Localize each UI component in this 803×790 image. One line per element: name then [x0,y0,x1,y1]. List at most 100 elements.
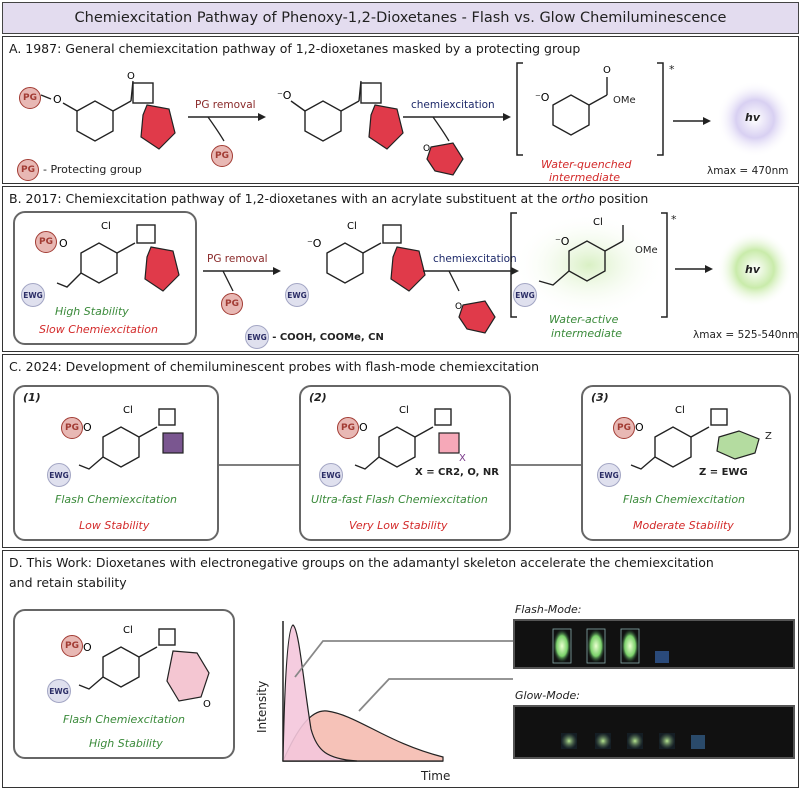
molecule-b1: O Cl [56,221,180,292]
pg-badge-b: PG [35,231,57,253]
flash-mode-label: Flash-Mode: [515,603,582,616]
probe-2-structure: O Cl [354,405,460,470]
panel-c: C. 2024: Development of chemiluminescent… [2,354,799,548]
svg-text:Cl: Cl [123,625,133,636]
probe-box-3 [581,385,791,541]
connector-lines [219,464,581,466]
probe-3-pg: PG [613,417,635,439]
svg-text:⁻O: ⁻O [307,237,322,250]
probe-2-pg: PG [337,417,359,439]
pg-badge: PG [19,87,41,109]
probe-3-ewg: EWG [597,463,621,487]
arrow-a3 [673,117,711,125]
kinetics-plot [282,621,444,762]
water-quenched-label: Water-quenched [541,158,632,171]
flash-mode-photo [513,619,795,669]
molecule-a1: O O [40,71,176,150]
ewg-note: EWG - COOH, COOMe, CN [245,325,384,349]
excited-star-b: * [671,213,677,226]
panel-b-heading: B. 2017: Chemiexcitation pathway of 1,2-… [9,191,649,206]
water-active-label: Water-active [549,313,619,326]
probe-1-ewg: EWG [47,463,71,487]
panel-c-heading: C. 2024: Development of chemiluminescent… [9,359,540,374]
probe-1-structure: O Cl [78,405,184,470]
svg-text:⁻O: ⁻O [555,235,570,248]
pg-removed-badge: PG [211,145,233,167]
arrow-b1 [203,267,281,292]
svg-text:Cl: Cl [399,405,409,416]
chemiexcitation-label-b: chemiexcitation [433,253,517,265]
protecting-group-note: - Protecting group [43,163,142,176]
panel-d: D. This Work: Dioxetanes with electroneg… [2,550,799,788]
svg-text:⁻O: ⁻O [277,89,292,102]
svg-text:O: O [59,237,68,250]
svg-text:O: O [83,641,92,654]
svg-text:Cl: Cl [675,405,685,416]
probe-2-line2: Very Low Stability [349,519,448,532]
panel-a: A. 1987: General chemiexcitation pathway… [2,36,799,184]
hv-label-a: hv [745,111,761,124]
this-work-flash-label: Flash Chemiexcitation [63,713,186,726]
plot-to-photo-lines [294,640,513,712]
this-work-pg: PG [61,635,83,657]
molecule-a2: ⁻O [277,80,404,150]
probe-1-line1: Flash Chemiexcitation [55,493,178,506]
pg-removal-label-b: PG removal [207,253,268,265]
water-active-intermediate-label: intermediate [551,327,622,340]
probe-2-line1: Ultra-fast Flash Chemiexcitation [311,493,488,506]
probe-1-line2: Low Stability [79,519,150,532]
glow-mode-photo [513,705,795,759]
ewg-note-badge: EWG [245,325,269,349]
ome-label-b: OMe [635,245,658,256]
probe-3-z: Z [765,431,772,442]
probe-2-x: X [459,453,466,464]
water-quenched-intermediate-label: intermediate [549,171,620,184]
arrow-b3 [675,265,713,273]
figure-title: Chemiexcitation Pathway of Phenoxy-1,2-D… [2,2,799,34]
adamantanone-a: O [423,142,464,176]
flash-curve [282,624,358,762]
panel-b: B. 2017: Chemiexcitation pathway of 1,2-… [2,186,799,352]
this-work-ewg: EWG [47,679,71,703]
intensity-axis-label: Intensity [255,680,269,733]
ewg-badge-b: EWG [21,283,45,307]
bracket-b: ⁻O Cl [510,212,668,318]
pg-removed-badge-b: PG [221,293,243,315]
slow-chemiexcitation-label: Slow Chemiexcitation [39,323,158,336]
panel-d-heading-line1: D. This Work: Dioxetanes with electroneg… [9,555,714,570]
this-work-stability-label: High Stability [89,737,163,750]
probe-3-structure: O Cl [630,405,760,470]
light-burst-b [717,231,793,307]
ewg-badge-b2: EWG [285,283,309,307]
probe-2-ewg: EWG [319,463,343,487]
svg-text:Cl: Cl [593,217,603,228]
svg-text:O: O [83,421,92,434]
adamantanone-b: O [455,300,496,334]
chemiexcitation-label: chemiexcitation [411,99,495,111]
ewg-badge-b3: EWG [513,283,537,307]
panel-d-heading-line2: and retain stability [9,575,127,590]
arrow-a2 [403,113,511,142]
molecule-b2: ⁻O Cl [307,221,426,292]
svg-text:O: O [423,144,430,154]
hv-label-b: hv [745,263,761,276]
probe-3-note: Z = EWG [699,467,748,478]
probe-box-1 [13,385,219,541]
glow-vials [561,733,705,749]
svg-text:Cl: Cl [347,221,357,232]
svg-text:Cl: Cl [123,405,133,416]
ome-label-a: OMe [613,95,636,106]
probe-2-note: X = CR2, O, NR [415,467,499,478]
flash-vials [552,628,669,664]
arrow-a1 [188,113,266,142]
svg-text:O: O [603,65,611,76]
probe-3-line1: Flash Chemiexcitation [623,493,746,506]
probe-3-number: (3) [591,391,609,404]
svg-text:O: O [203,699,211,710]
svg-text:O: O [359,421,368,434]
high-stability-label: High Stability [55,305,129,318]
panel-a-heading: A. 1987: General chemiexcitation pathway… [9,41,581,56]
probe-2-number: (2) [309,391,327,404]
svg-text:O: O [53,93,62,106]
lambda-max-b: λmax = 525-540nm [693,329,799,341]
